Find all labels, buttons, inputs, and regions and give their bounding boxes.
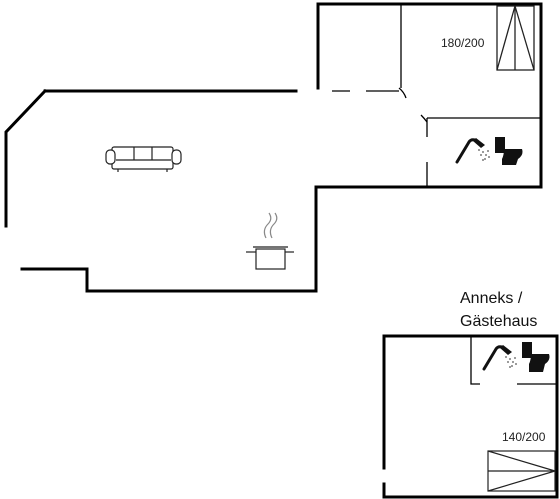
- bed-icon: [496, 5, 535, 71]
- door-arc-bathroom: [420, 114, 428, 123]
- wall-living-bottom: [20, 185, 429, 293]
- toilet-icon: [495, 137, 523, 165]
- wall-bedroom-outer: [316, 2, 543, 189]
- cooking-pot-icon: [246, 212, 294, 270]
- bed-label-annex: 140/200: [502, 430, 546, 444]
- bed-label-main: 180/200: [441, 36, 485, 50]
- sofa-icon: [105, 146, 182, 172]
- annex-title-line2: Gästehaus: [460, 313, 537, 330]
- wall-annex-outer: [382, 334, 559, 499]
- annex-walls: [382, 334, 559, 499]
- shower-icon: [455, 138, 490, 164]
- wall-living-left: [4, 88, 48, 228]
- annex-interior: [470, 336, 557, 385]
- main-house-walls: [4, 2, 543, 293]
- annex-title-line1: Anneks /: [460, 290, 523, 307]
- main-house-interior: [332, 4, 541, 187]
- toilet-icon: [522, 342, 550, 372]
- door-arc-bedroom: [398, 87, 407, 99]
- bed-icon: [487, 450, 556, 492]
- shower-icon: [482, 345, 517, 371]
- wall-annex-bathroom: [470, 336, 480, 385]
